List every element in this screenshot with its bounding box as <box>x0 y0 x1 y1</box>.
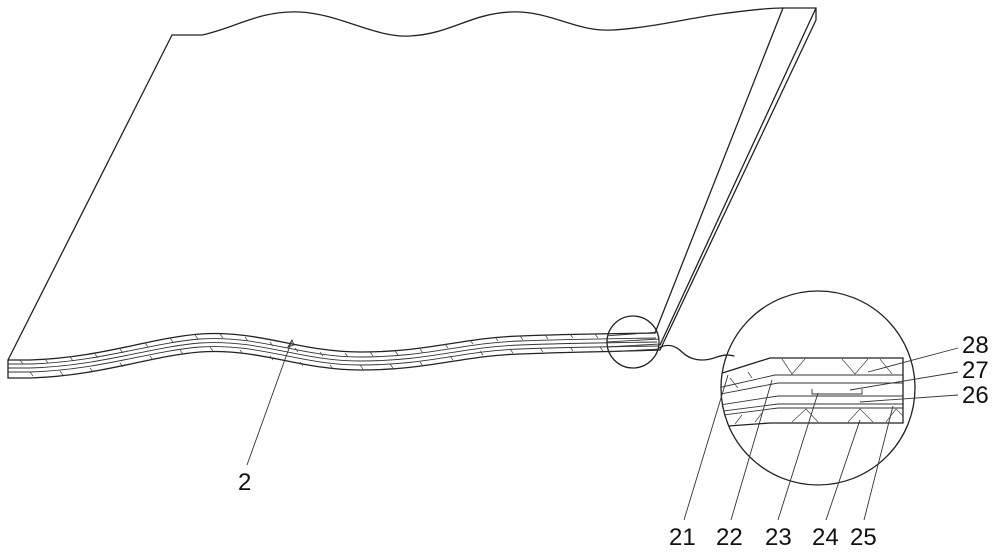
detail-enlarged <box>720 290 916 486</box>
leader-26 <box>859 394 959 403</box>
label-24: 24 <box>812 524 839 551</box>
leader-22 <box>730 379 773 521</box>
label-23: 23 <box>765 524 792 551</box>
leader-21 <box>683 374 729 521</box>
label-22: 22 <box>716 524 743 551</box>
leader-23 <box>777 392 819 521</box>
label-26: 26 <box>962 382 989 409</box>
sheet-left-edge <box>7 34 173 379</box>
sheet-bottom-layers <box>7 332 661 379</box>
detail-marker <box>606 315 735 369</box>
panel-sheet <box>7 7 817 379</box>
label-21: 21 <box>669 524 696 551</box>
leader-2 <box>246 339 293 466</box>
sheet-top-edge <box>171 7 817 37</box>
leader-28 <box>867 347 959 373</box>
detail-connector <box>658 344 735 361</box>
leader-lines <box>246 338 959 521</box>
leader-27 <box>849 371 959 391</box>
label-27: 27 <box>962 357 989 384</box>
reference-labels: 2 28 27 26 21 22 23 24 25 <box>238 332 989 551</box>
sheet-right-edge <box>654 7 817 351</box>
detail-enlarged-circle <box>720 290 916 486</box>
leader-25 <box>863 405 894 521</box>
label-28: 28 <box>962 332 989 359</box>
label-25: 25 <box>850 524 877 551</box>
leader-24 <box>825 419 861 521</box>
label-main: 2 <box>238 469 251 496</box>
